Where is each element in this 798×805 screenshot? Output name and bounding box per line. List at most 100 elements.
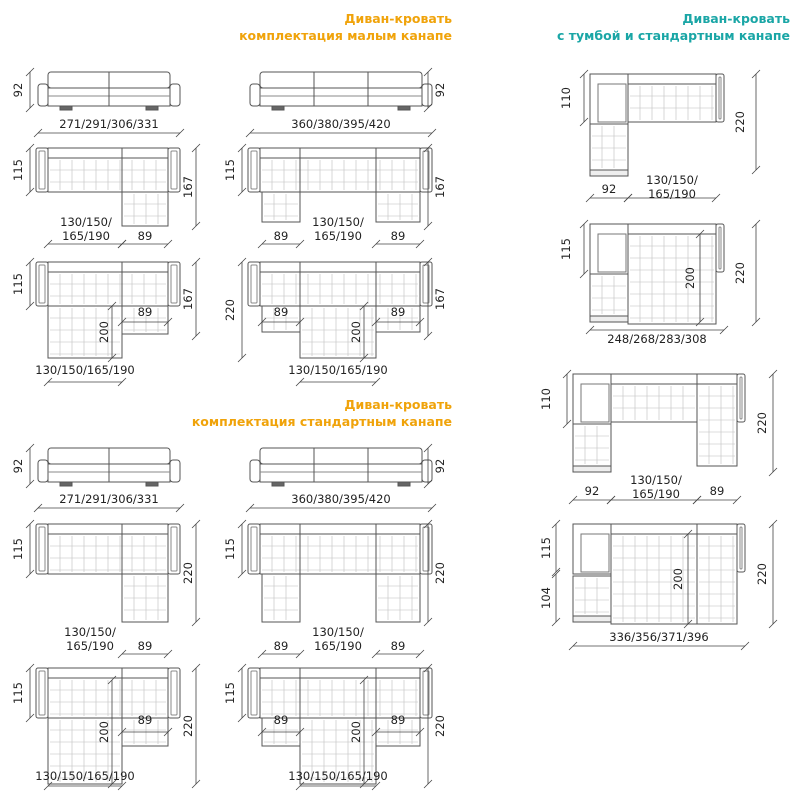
dimension-label: 165/190 [648,187,696,201]
dimension-label: 130/150/165/190 [35,363,134,377]
sofa-seam [359,353,369,363]
sofa-top-view [247,667,433,785]
sofa-seam [191,519,201,529]
dimension-vertical: 220 [733,69,761,175]
sofa-seam [237,187,247,197]
sofa-outline [249,459,261,483]
sofa-outline [38,670,46,716]
sofa-seam [751,317,761,327]
dimension-horizontal: 130/150/165/190 [35,363,135,387]
sofa-seam [719,325,729,335]
sofa-seam [585,325,595,335]
dimension-horizontal: 336/356/371/396 [568,630,750,651]
sofa-outline [247,261,261,307]
sofa-seam [117,317,127,327]
sofa-seam [237,519,247,529]
straight-sofa [37,447,181,487]
sofa-seam [562,419,572,429]
dimension-label: 220 [223,299,237,321]
sofa-seam [427,503,437,513]
sofa-outline [375,305,421,333]
sofa-outline [170,526,178,572]
dimension-label: 167 [181,176,195,198]
sofa-outline [170,150,178,190]
dimension-label: 130/150/165/190 [35,769,134,783]
sofa-outline [419,523,433,575]
sofa-seam [415,317,425,327]
sofa-seam [623,193,633,203]
sofa-seam [423,779,433,789]
dimension-label: 104 [539,587,553,609]
sofa-seam [25,713,35,723]
dimension-horizontal: 89 [371,713,425,737]
sofa-outline [250,264,258,304]
sofa-outline [259,87,423,107]
sofa-outline [715,223,725,273]
sofa-outline [47,667,169,679]
dimension-label: 165/190 [314,229,362,243]
sofa-seam [579,219,589,229]
sofa-outline [397,105,411,111]
dimension-label: 360/380/395/420 [291,117,390,131]
dimension-label: 167 [181,288,195,310]
sofa-seam [25,569,35,579]
dimension-label: 115 [223,682,237,704]
sofa-seam [683,529,693,539]
sofa-outline [299,717,377,785]
sofa-outline [38,264,46,304]
dimension-horizontal [623,193,721,203]
sofa-seam [371,239,381,249]
sofa-outline [696,373,738,385]
dimension-vertical: 115 [223,143,247,197]
dimension-vertical: 167 [181,143,201,231]
dimension-vertical: 220 [733,219,761,327]
sofa-outline [572,465,612,473]
sofa-outline [169,459,181,483]
sofa-outline [259,447,423,465]
sofa-outline [580,383,610,423]
sofa-outline [47,157,169,193]
dimension-vertical: 200 [683,229,705,327]
tumba-corner-block [589,223,629,275]
sofa-seam [295,239,305,249]
sofa-outline [419,667,433,719]
dimension-label: 115 [11,159,25,181]
sofa-seam [191,257,201,267]
sofa-seam [568,495,578,505]
dimension-horizontal: 89 [117,639,173,659]
dimension-horizontal: 130/150/165/190 [288,363,388,387]
sofa-outline [47,261,169,273]
dimension-horizontal: 92 [568,484,616,505]
dimension-label: 200 [97,321,111,343]
sofa-seam [257,649,267,659]
dimension-vertical: 92 [423,67,447,113]
sofa-outline [299,305,377,359]
dimension-label: 248/268/283/308 [607,332,706,346]
sofa-top-view [35,523,181,623]
sofa-outline [259,147,421,159]
sofa-seam [768,619,778,629]
heading-tumba-line1: Диван-кровать [682,11,790,26]
sofa-outline [247,523,261,575]
heading-standard-line1: Диван-кровать [344,397,452,412]
dimension-vertical: 110 [539,369,572,429]
dimension-horizontal: 89 [257,639,305,659]
sofa-seam [163,317,173,327]
sofa-outline [397,481,411,487]
sofa-seam [295,317,305,327]
sofa-outline [259,157,421,193]
dimension-label: 271/291/306/331 [59,492,158,506]
dimension-horizontal: 92 [585,182,633,203]
side-armrest [736,373,746,423]
dimension-vertical: 220 [423,663,447,789]
sofa-seam [423,67,433,77]
sofa-outline [47,147,169,159]
dimension-label: 130/150/ [60,215,112,229]
dimension-vertical: 167 [423,257,447,341]
sofa-outline [572,523,612,575]
sofa-seam [695,229,705,239]
sofa-seam [751,165,761,175]
dimension-label: 360/380/395/420 [291,492,390,506]
dimension-vertical: 220 [755,519,778,629]
dimension-label: 92 [602,182,617,196]
